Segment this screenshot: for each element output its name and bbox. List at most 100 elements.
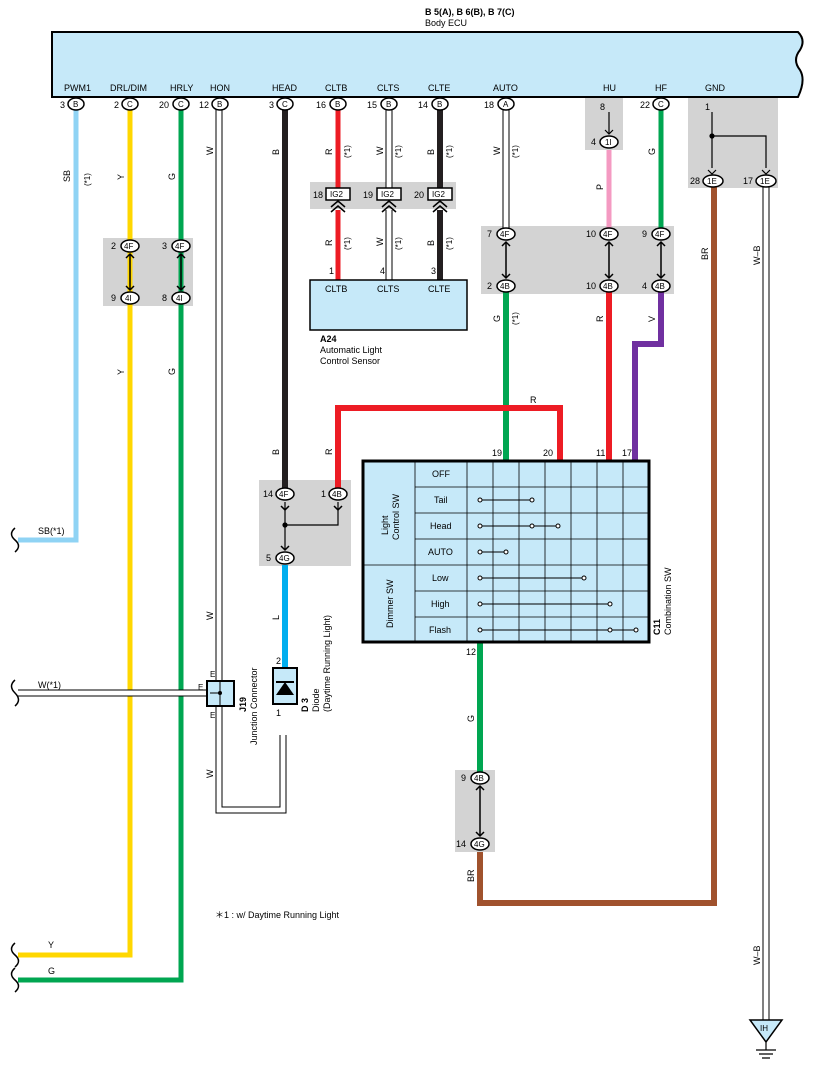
c11-combination-switch: 19 20 11 17 OFF Tail Head AUTO Low High …: [361, 448, 673, 657]
junction-code: IG2: [330, 190, 343, 199]
ground-point-code: IH: [760, 1024, 768, 1033]
wire-label: (*1): [445, 145, 454, 158]
ecu-pin-number: 1: [705, 102, 710, 112]
wire-g-hrly: [18, 108, 184, 983]
wire-label: P: [595, 184, 605, 190]
ecu-pin-number: 12: [199, 100, 209, 110]
switch-group-label: Light: [380, 515, 390, 535]
ecu-connectors-label: B 5(A), B 6(B), B 7(C): [425, 7, 515, 17]
wire-label: W–B: [752, 945, 762, 965]
left-wire-label: G: [48, 966, 55, 976]
junction-code: 4F: [655, 230, 664, 239]
ecu-pin-label: DRL/DIM: [110, 83, 147, 93]
ecu-pin-label: CLTB: [325, 83, 347, 93]
switch-row-label: Head: [430, 521, 452, 531]
wire-label: (*1): [511, 312, 520, 325]
junction-code: IG2: [432, 190, 445, 199]
pin-number: 14: [263, 489, 273, 499]
pin-number: 19: [363, 190, 373, 200]
wire-label: G: [167, 368, 177, 375]
wire-label: G: [466, 715, 476, 722]
junction-code: 4F: [279, 490, 288, 499]
left-wire-label: W(*1): [38, 680, 61, 690]
wire-color-labels: SB (*1) Y G W B R (*1) W (*1) B (*1) R (…: [62, 145, 762, 965]
ecu-pin-number: 18: [484, 100, 494, 110]
wire-label: B: [271, 149, 281, 155]
pin-number: 1: [321, 489, 326, 499]
pin-number: 9: [461, 773, 466, 783]
pin-number: 20: [543, 448, 553, 458]
ecu-pin-number: 20: [159, 100, 169, 110]
ecu-pin-label: HEAD: [272, 83, 298, 93]
pin-number: 14: [456, 839, 466, 849]
footnote: ＊1 : w/ Daytime Running Light: [215, 910, 340, 920]
ecu-pin-label: AUTO: [493, 83, 518, 93]
wire-label: SB: [62, 170, 72, 182]
ecu-pin-connector: B: [73, 100, 78, 109]
pin-number: 2: [276, 656, 281, 666]
wire-label: R: [530, 395, 537, 405]
pin-number: 4: [642, 281, 647, 291]
wire-label: B: [426, 149, 436, 155]
wire-label: W: [205, 146, 215, 155]
ecu-pin-number: 22: [640, 100, 650, 110]
sensor-pin-label: CLTS: [377, 284, 399, 294]
ecu-pin-label: CLTS: [377, 83, 399, 93]
switch-row-label: AUTO: [428, 547, 453, 557]
ecu-pin-label: GND: [705, 83, 726, 93]
ecu-pin-connector: B: [386, 100, 391, 109]
pin-number: 2: [111, 241, 116, 251]
pin-number: 3: [431, 266, 436, 276]
pin-number: 4: [591, 137, 596, 147]
switch-group-label: Dimmer SW: [385, 579, 395, 628]
gnd-internal-wiring: [709, 112, 767, 168]
pin-number: 7: [487, 229, 492, 239]
pin-number: 10: [586, 229, 596, 239]
wire-label: G: [167, 173, 177, 180]
ecu-pin-number: 8: [600, 102, 605, 112]
pin-number: 17: [622, 448, 632, 458]
ecu-pin-connector: C: [658, 100, 664, 109]
switch-row-label: OFF: [432, 469, 450, 479]
ecu-pin-label: HU: [603, 83, 616, 93]
junction-code: 4G: [474, 840, 485, 849]
sensor-pin-label: CLTB: [325, 284, 347, 294]
ecu-name-label: Body ECU: [425, 18, 467, 28]
left-wire-label: Y: [48, 940, 54, 950]
body-ecu-box: [51, 31, 804, 98]
junction-code: 4B: [603, 282, 613, 291]
ecu-pin-number: 15: [367, 100, 377, 110]
j19-name: Junction Connector: [249, 667, 259, 745]
wire-label: R: [595, 315, 605, 322]
wire-r-loop: [335, 405, 563, 488]
pin-number: 11: [596, 448, 605, 458]
wire-label: L: [271, 615, 281, 620]
wire-hf: [632, 108, 664, 462]
wire-label: W: [375, 146, 385, 155]
wire-label: Y: [116, 369, 126, 375]
wire-label: (*1): [445, 237, 454, 250]
ecu-pin-label: PWM1: [64, 83, 91, 93]
j19-junction-connector: E E E J19 Junction Connector: [198, 667, 259, 745]
ecu-pin-connector: C: [178, 100, 184, 109]
wire-label: (*1): [394, 145, 403, 158]
wire-label: BR: [466, 869, 476, 882]
wire-label: R: [324, 448, 334, 455]
wire-br: [477, 185, 717, 906]
pin-number: 9: [642, 229, 647, 239]
wire-label: (*1): [343, 145, 352, 158]
wire-label: G: [647, 148, 657, 155]
pin-number: 20: [414, 190, 424, 200]
switch-name: Combination SW: [663, 567, 673, 635]
pin-label: E: [210, 670, 215, 679]
ecu-pin-label: CLTE: [428, 83, 450, 93]
wire-label: BR: [700, 247, 710, 260]
ecu-pin-number: 14: [418, 100, 428, 110]
junction-code: IG2: [381, 190, 394, 199]
ecu-pin-connector: B: [335, 100, 340, 109]
wire-sb: [18, 108, 79, 543]
a24-sensor: 1 4 3 CLTB CLTS CLTE A24 Automatic Light…: [309, 266, 468, 366]
pin-number: 9: [111, 293, 116, 303]
wire-label: (*1): [83, 173, 92, 186]
